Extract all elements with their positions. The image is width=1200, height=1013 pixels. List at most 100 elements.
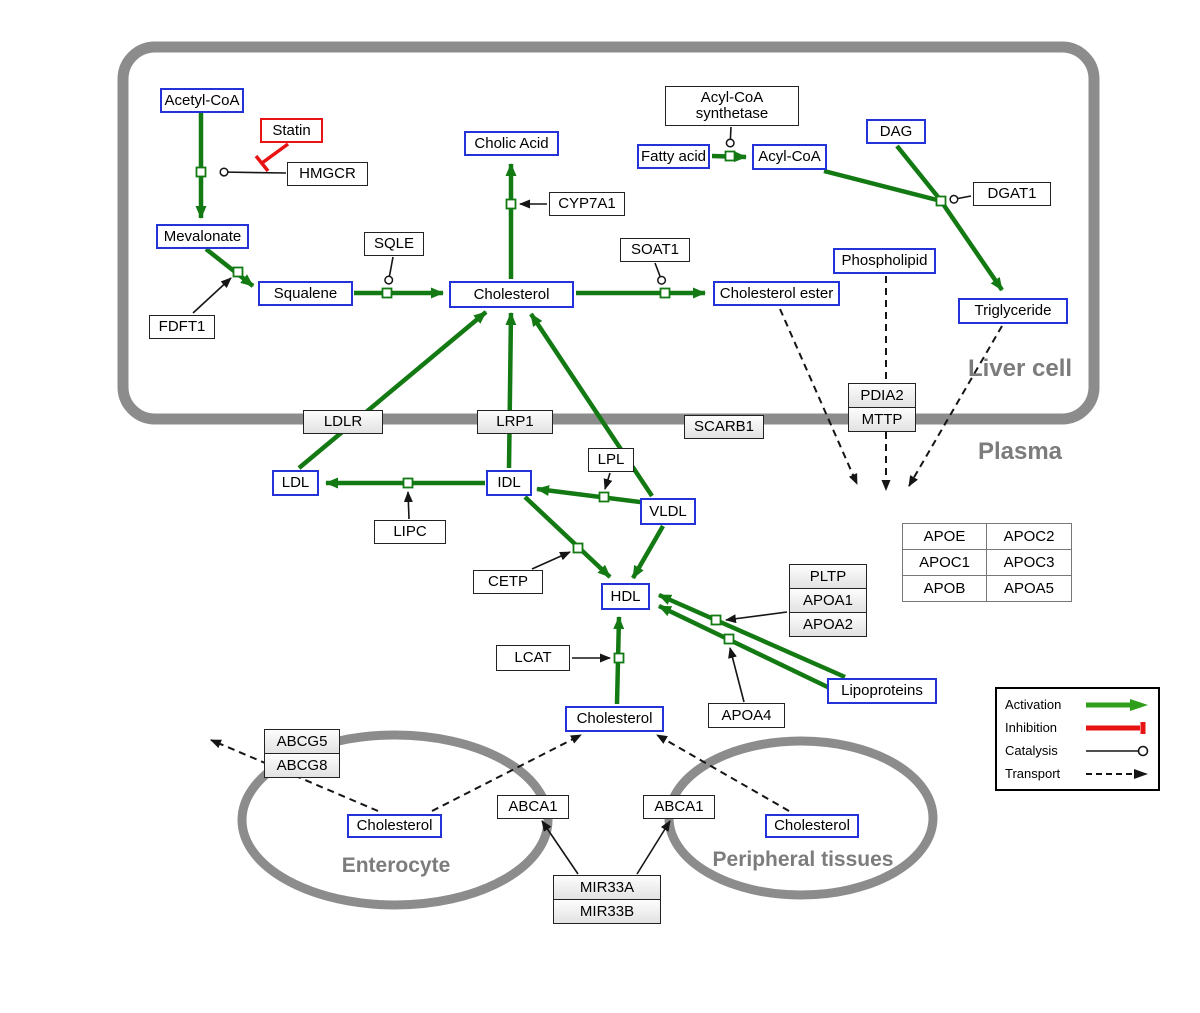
edge-acylcoa-synthetase-catalysis [725, 126, 735, 148]
node-acyl-coa[interactable]: Acyl-CoA [752, 144, 827, 170]
node-apob[interactable]: APOB [903, 576, 987, 602]
node-acyl-coa-synthetase[interactable]: Acyl-CoA synthetase [665, 86, 799, 126]
node-fatty-acid[interactable]: Fatty acid [637, 144, 710, 169]
node-mevalonate[interactable]: Mevalonate [156, 224, 249, 249]
edge-mir33-to-abca1-right [636, 820, 671, 875]
node-apoa4[interactable]: APOA4 [708, 703, 785, 728]
node-apoa2[interactable]: APOA2 [789, 612, 867, 637]
node-hmgcr[interactable]: HMGCR [287, 162, 368, 186]
node-fdft1[interactable]: FDFT1 [149, 315, 215, 339]
node-sqle[interactable]: SQLE [364, 232, 424, 256]
edge-dag-to-dgat1-node [895, 144, 940, 199]
edge-vldl-to-idl [536, 485, 649, 506]
node-apoa1[interactable]: APOA1 [789, 588, 867, 613]
node-squalene[interactable]: Squalene [258, 281, 353, 306]
edge-statin-inhibits-hmgcr [260, 142, 290, 165]
node-lcat[interactable]: LCAT [496, 645, 570, 671]
inhibition-tbar-icon [1086, 721, 1146, 734]
plasma-label: Plasma [977, 438, 1063, 465]
edge-acylcoa-to-dgat1-node [823, 168, 942, 204]
node-mir33b[interactable]: MIR33B [553, 899, 661, 924]
node-apoe[interactable]: APOE [903, 524, 987, 550]
node-acetyl-coa[interactable]: Acetyl-CoA [160, 88, 244, 113]
edge-lipc-catalysis [403, 491, 413, 520]
edge-enterocyte-cholesterol-efflux [431, 734, 582, 812]
node-apoc1[interactable]: APOC1 [903, 550, 987, 576]
liver-cell-membrane [117, 41, 1100, 425]
abcg-stack: ABCG5 ABCG8 [264, 729, 340, 778]
node-mir33a[interactable]: MIR33A [553, 875, 661, 900]
node-cyp7a1[interactable]: CYP7A1 [549, 192, 625, 216]
node-cholesterol-plasma[interactable]: Cholesterol [565, 706, 664, 732]
node-triglyceride[interactable]: Triglyceride [958, 298, 1068, 324]
node-cholesterol-liver[interactable]: Cholesterol [449, 281, 574, 308]
edge-lipoproteins-to-hdl-upper [658, 592, 846, 680]
anchor-node [723, 633, 735, 645]
node-vldl[interactable]: VLDL [640, 498, 696, 525]
legend-transport-label: Transport [1005, 766, 1061, 781]
node-cholesterol-enterocyte[interactable]: Cholesterol [347, 814, 442, 838]
node-mttp[interactable]: MTTP [848, 407, 916, 432]
edge-triglyceride-secretion [908, 325, 1003, 487]
anchor-node [572, 542, 584, 554]
node-cholesterol-peripheral[interactable]: Cholesterol [765, 814, 859, 838]
node-ldl[interactable]: LDL [272, 470, 319, 496]
node-abca1-peripheral[interactable]: ABCA1 [643, 795, 715, 819]
node-cholic-acid[interactable]: Cholic Acid [464, 131, 559, 156]
node-abcg8[interactable]: ABCG8 [264, 753, 340, 778]
mir33-stack: MIR33A MIR33B [553, 875, 661, 924]
anchor-node [232, 266, 244, 278]
anchor-node [381, 287, 393, 299]
node-statin[interactable]: Statin [260, 118, 323, 143]
node-apoc2[interactable]: APOC2 [987, 524, 1072, 550]
node-phospholipid[interactable]: Phospholipid [833, 248, 936, 274]
node-abca1-enterocyte[interactable]: ABCA1 [497, 795, 569, 819]
node-soat1[interactable]: SOAT1 [620, 238, 690, 262]
edge-cholesterolester-secretion [779, 308, 858, 485]
legend-catalysis-label: Catalysis [1005, 743, 1058, 758]
edge-lipoproteins-to-hdl-lower [658, 603, 839, 695]
edge-idl-to-hdl [523, 495, 612, 579]
node-hdl[interactable]: HDL [601, 583, 650, 610]
anchor-node [402, 477, 414, 489]
node-lipoproteins[interactable]: Lipoproteins [827, 678, 937, 704]
edge-soat1-catalysis [654, 262, 667, 285]
reaction-anchor-nodes [195, 150, 947, 664]
node-cetp[interactable]: CETP [473, 570, 543, 594]
node-apoc3[interactable]: APOC3 [987, 550, 1072, 576]
enterocyte-label: Enterocyte [341, 854, 451, 877]
node-pdia2[interactable]: PDIA2 [848, 383, 916, 408]
legend-transport-row: Transport [1005, 763, 1150, 785]
node-lipc[interactable]: LIPC [374, 520, 446, 544]
legend: Activation Inhibition Catalysis Transpor… [995, 687, 1160, 791]
node-dgat1[interactable]: DGAT1 [973, 182, 1051, 206]
edge-dgat1-catalysis [949, 194, 972, 204]
activation-arrow-icon [1086, 698, 1148, 711]
edge-peripheral-cholesterol-efflux [656, 734, 790, 812]
node-pltp[interactable]: PLTP [789, 564, 867, 589]
edge-sqle-catalysis [384, 256, 394, 285]
edge-cetp-catalysis [531, 551, 571, 570]
node-lpl[interactable]: LPL [588, 448, 634, 472]
anchor-node [935, 195, 947, 207]
legend-activation-row: Activation [1005, 694, 1150, 716]
node-apoa5[interactable]: APOA5 [987, 576, 1072, 602]
node-ldlr[interactable]: LDLR [303, 410, 383, 434]
anchor-node [598, 491, 610, 503]
edge-apoa4-connector [728, 647, 745, 703]
node-dag[interactable]: DAG [866, 119, 926, 144]
node-idl[interactable]: IDL [486, 470, 532, 496]
node-scarb1[interactable]: SCARB1 [684, 415, 764, 439]
node-abcg5[interactable]: ABCG5 [264, 729, 340, 754]
liver-cell-label: Liver cell [967, 355, 1073, 382]
activation-edges [195, 113, 1004, 705]
node-lrp1[interactable]: LRP1 [477, 410, 553, 434]
node-cholesterol-ester[interactable]: Cholesterol ester [713, 281, 840, 306]
edge-pltp-apoa-connector [725, 611, 788, 624]
legend-activation-label: Activation [1005, 697, 1062, 712]
edge-lpl-catalysis [603, 472, 613, 490]
statin-inhibition-tbar [254, 154, 270, 173]
edge-ldl-to-liver-cholesterol [297, 310, 488, 470]
